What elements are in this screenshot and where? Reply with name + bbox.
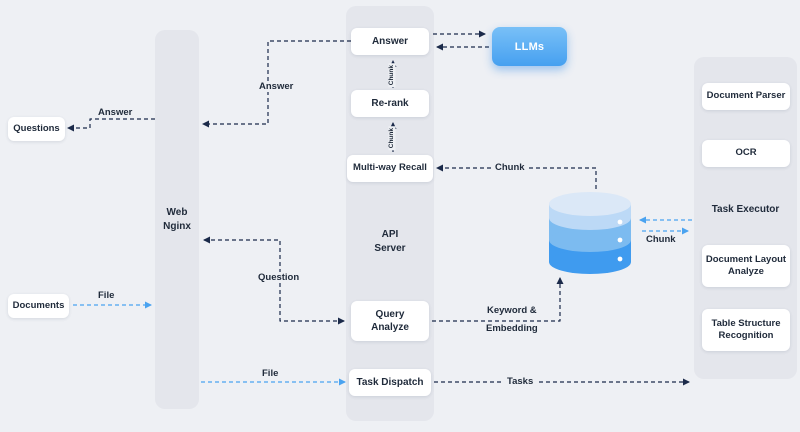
db-dot (617, 237, 623, 243)
node-task-dispatch: Task Dispatch (349, 369, 431, 396)
web-nginx-line2: Nginx (163, 220, 191, 232)
questions-label: Questions (13, 122, 60, 134)
web-nginx-column (155, 30, 199, 409)
db-dot (617, 219, 623, 225)
label-file-in: File (98, 290, 115, 301)
node-query-analyze: Query Analyze (351, 301, 429, 341)
task-executor-text: Task Executor (711, 204, 780, 215)
label-keyword-line1: Keyword & (484, 305, 540, 316)
table-structure-line2: Recognition (718, 330, 774, 341)
document-layout-line1: Document Layout (705, 253, 787, 265)
node-answer: Answer (351, 28, 429, 55)
label-file-dispatch: File (262, 368, 279, 379)
node-documents: Documents (8, 294, 69, 318)
label-answer-to-nginx: Answer (256, 81, 297, 92)
multiway-recall-label: Multi-way Recall (353, 162, 427, 174)
ocr-label: OCR (735, 147, 757, 159)
node-rerank: Re-rank (351, 90, 429, 117)
table-structure-line1: Table Structure (711, 317, 781, 329)
label-chunk-recall: Chunk (492, 162, 528, 173)
node-table-structure-recognition: Table Structure Recognition (702, 309, 790, 351)
node-ocr: OCR (702, 140, 790, 167)
web-nginx-line1: Web (166, 207, 188, 218)
node-llms: LLMs (492, 27, 567, 66)
label-keyword-line2: Embedding (483, 323, 541, 334)
llms-label: LLMs (514, 40, 545, 53)
task-dispatch-label: Task Dispatch (356, 377, 424, 388)
node-multiway-recall: Multi-way Recall (347, 155, 433, 182)
label-chunk-up-1: Chunk (388, 63, 396, 88)
edge-query-analyze-to-db (432, 277, 564, 322)
api-server-label: API Server (346, 228, 434, 255)
task-executor-label: Task Executor (694, 203, 797, 217)
query-analyze-line1: Query (375, 309, 405, 320)
query-analyze-line2: Analyze (371, 322, 409, 333)
document-layout-line2: Analyze (728, 266, 764, 277)
db-dot (617, 256, 623, 262)
edge-nginx-to-questions (67, 118, 155, 132)
rerank-label: Re-rank (371, 98, 409, 109)
label-chunk-up-2: Chunk (388, 126, 396, 151)
api-server-line1: API (381, 229, 399, 240)
edge-answer-to-nginx (202, 40, 351, 128)
documents-label: Documents (12, 299, 65, 311)
label-answer-to-questions: Answer (98, 107, 133, 118)
web-nginx-label: Web Nginx (155, 206, 199, 233)
label-tasks: Tasks (504, 376, 537, 387)
node-document-parser: Document Parser (702, 83, 790, 110)
node-document-layout-analyze: Document Layout Analyze (702, 245, 790, 287)
label-chunk-store: Chunk (646, 234, 676, 245)
edge-db-to-multiway-recall (436, 164, 597, 189)
edge-nginx-to-query-analyze (203, 236, 345, 325)
document-parser-label: Document Parser (706, 90, 786, 102)
label-question: Question (255, 272, 303, 283)
api-server-line2: Server (374, 242, 406, 254)
database-icon (549, 192, 631, 274)
answer-label: Answer (371, 36, 409, 47)
node-questions: Questions (8, 117, 65, 141)
